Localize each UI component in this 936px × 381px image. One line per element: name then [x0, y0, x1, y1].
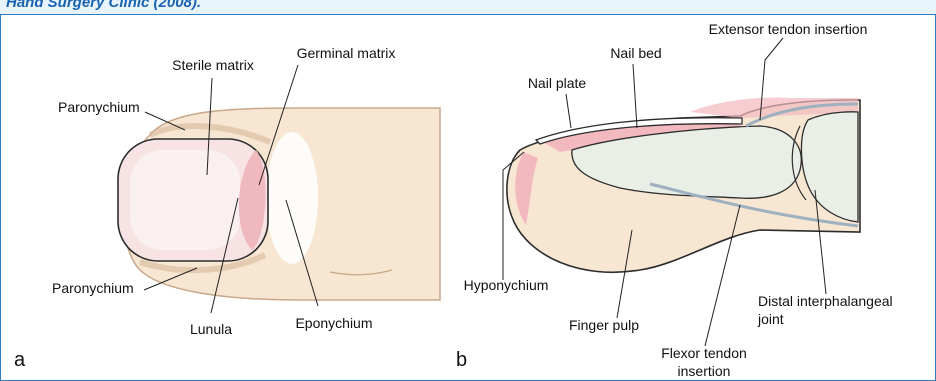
label-paronychium-top: Paronychium [58, 99, 140, 115]
leader-nail-bed [633, 64, 637, 128]
leader-nail-plate [566, 94, 571, 128]
label-germinal-matrix: Germinal matrix [297, 45, 396, 61]
label-sterile-matrix: Sterile matrix [172, 57, 254, 73]
label-paronychium-bottom: Paronychium [52, 280, 134, 296]
label-dip-joint-line2: joint [757, 311, 784, 327]
label-flexor-line2: insertion [678, 363, 731, 379]
label-hyponychium: Hyponychium [464, 277, 549, 293]
panel-letter-b: b [456, 349, 467, 371]
label-nail-bed: Nail bed [610, 45, 661, 61]
label-flexor-line1: Flexor tendon [661, 345, 747, 361]
panel-a-illustration [118, 108, 440, 300]
eponychium-area [266, 132, 318, 264]
nail-highlight [130, 150, 240, 250]
label-nail-plate: Nail plate [528, 75, 587, 91]
label-extensor-tendon-insertion: Extensor tendon insertion [709, 21, 868, 37]
panel-letter-a: a [14, 349, 26, 371]
label-finger-pulp: Finger pulp [569, 317, 639, 333]
label-dip-joint-line1: Distal interphalangeal [758, 293, 893, 309]
label-lunula: Lunula [190, 321, 232, 337]
panel-b-illustration [507, 98, 860, 273]
label-eponychium: Eponychium [295, 315, 372, 331]
